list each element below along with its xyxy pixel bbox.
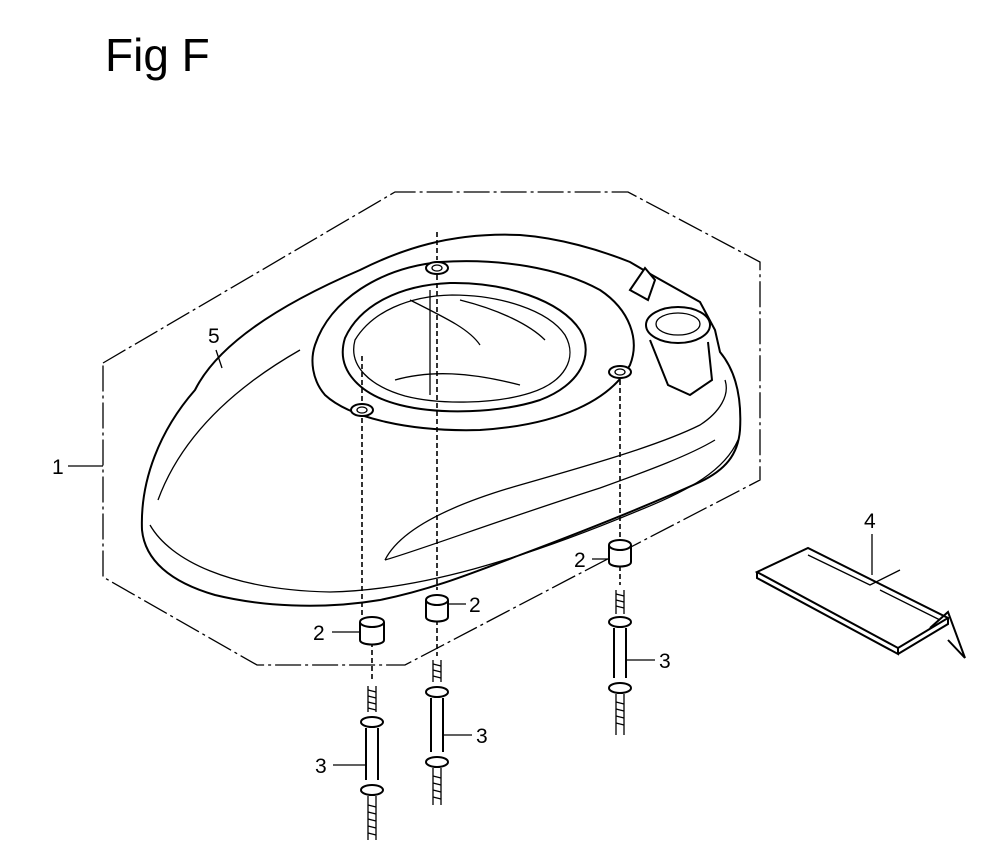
assembly-boundary [102, 191, 761, 666]
callout-5: 5 [208, 325, 220, 348]
collar [359, 616, 385, 646]
leader-line [215, 349, 223, 369]
label [754, 546, 966, 659]
callout-3: 3 [315, 755, 327, 778]
figure-title: Fig F [105, 29, 210, 81]
callout-2: 2 [574, 549, 586, 572]
stud-bolt [425, 660, 449, 805]
callout-2: 2 [313, 622, 325, 645]
callout-2: 2 [469, 594, 481, 617]
fan-cover [140, 233, 742, 607]
callout-3: 3 [659, 650, 671, 673]
callout-3: 3 [476, 725, 488, 748]
collar [425, 594, 449, 623]
callout-4: 4 [864, 510, 876, 533]
callout-1: 1 [52, 456, 64, 479]
stud-bolt [608, 590, 632, 735]
stud-bolt [360, 686, 384, 840]
collar [608, 539, 632, 568]
